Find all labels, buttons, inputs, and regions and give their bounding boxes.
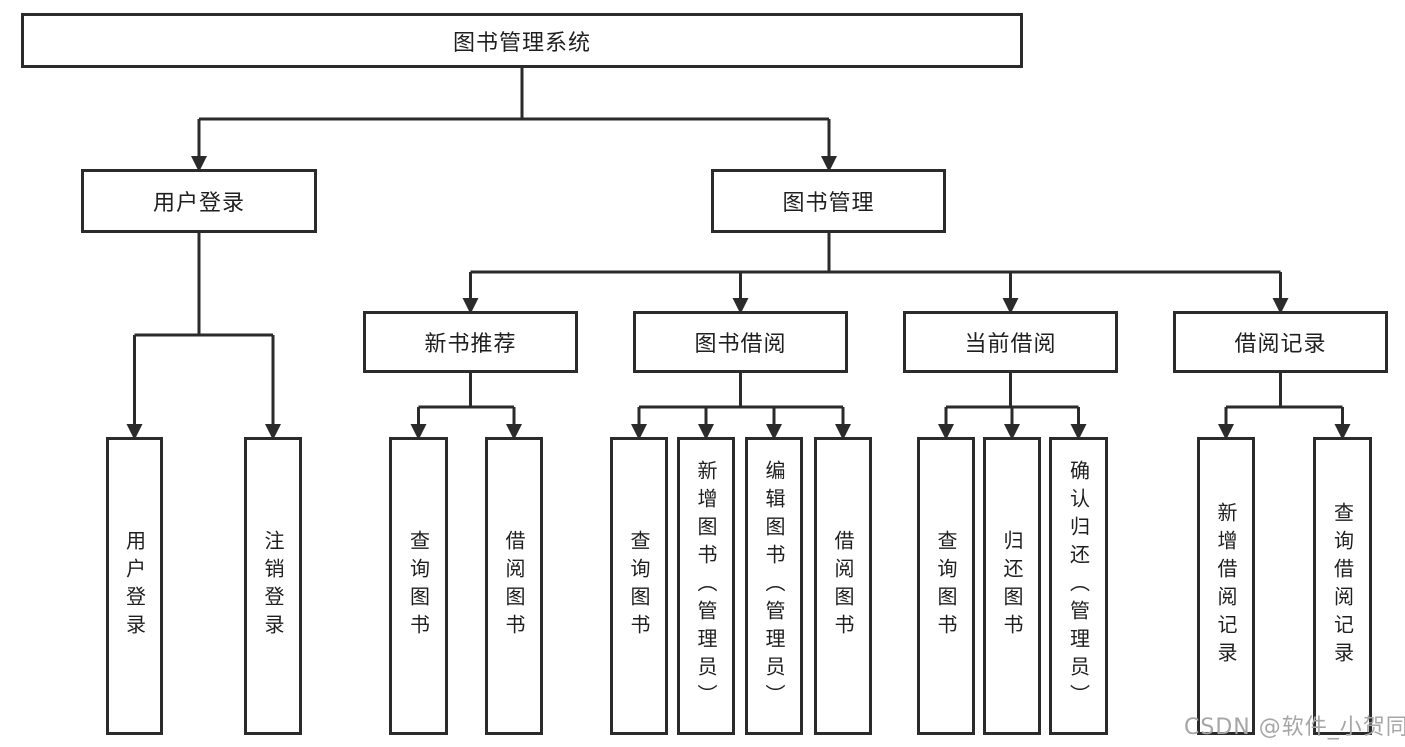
leaf-add-books-admin: 新增图书（管理员） xyxy=(677,437,735,735)
leaf-user-login: 用户登录 xyxy=(106,437,163,735)
connector-current-children xyxy=(944,373,1080,426)
leaf-confirm-return-admin: 确认归还（管理员） xyxy=(1049,437,1108,735)
leaf-query-books-borrowing: 查询图书 xyxy=(610,437,668,735)
leaf-query-books-current: 查询图书 xyxy=(917,437,975,735)
node-current-borrowing: 当前借阅 xyxy=(903,311,1118,373)
connector-borrowing-children xyxy=(637,373,845,426)
node-new-book-recommend: 新书推荐 xyxy=(363,311,578,373)
leaf-borrow-books-recommend: 借阅图书 xyxy=(485,437,543,735)
leaf-add-borrow-record: 新增借阅记录 xyxy=(1197,437,1255,735)
leaf-return-books: 归还图书 xyxy=(983,437,1041,735)
node-library-management-system: 图书管理系统 xyxy=(21,13,1023,68)
node-book-borrowing: 图书借阅 xyxy=(633,311,848,373)
connector-root-to-level2 xyxy=(197,68,831,158)
node-borrowing-records: 借阅记录 xyxy=(1173,311,1388,373)
leaf-query-books-recommend: 查询图书 xyxy=(389,437,448,735)
connector-user-login-children xyxy=(133,233,275,426)
connector-book-mgmt-to-level3 xyxy=(469,233,1282,300)
connector-recommend-children xyxy=(417,373,516,426)
leaf-query-borrow-record: 查询借阅记录 xyxy=(1313,437,1372,735)
leaf-logout-login: 注销登录 xyxy=(244,437,302,735)
leaf-borrow-books-borrowing: 借阅图书 xyxy=(814,437,872,735)
node-user-login: 用户登录 xyxy=(81,169,317,233)
arrowheads xyxy=(126,156,1351,440)
node-book-management: 图书管理 xyxy=(711,169,946,233)
watermark-text: CSDN @软件_小贺同学 xyxy=(1184,715,1405,740)
connector-records-children xyxy=(1224,373,1344,426)
leaf-edit-books-admin: 编辑图书（管理员） xyxy=(745,437,803,735)
